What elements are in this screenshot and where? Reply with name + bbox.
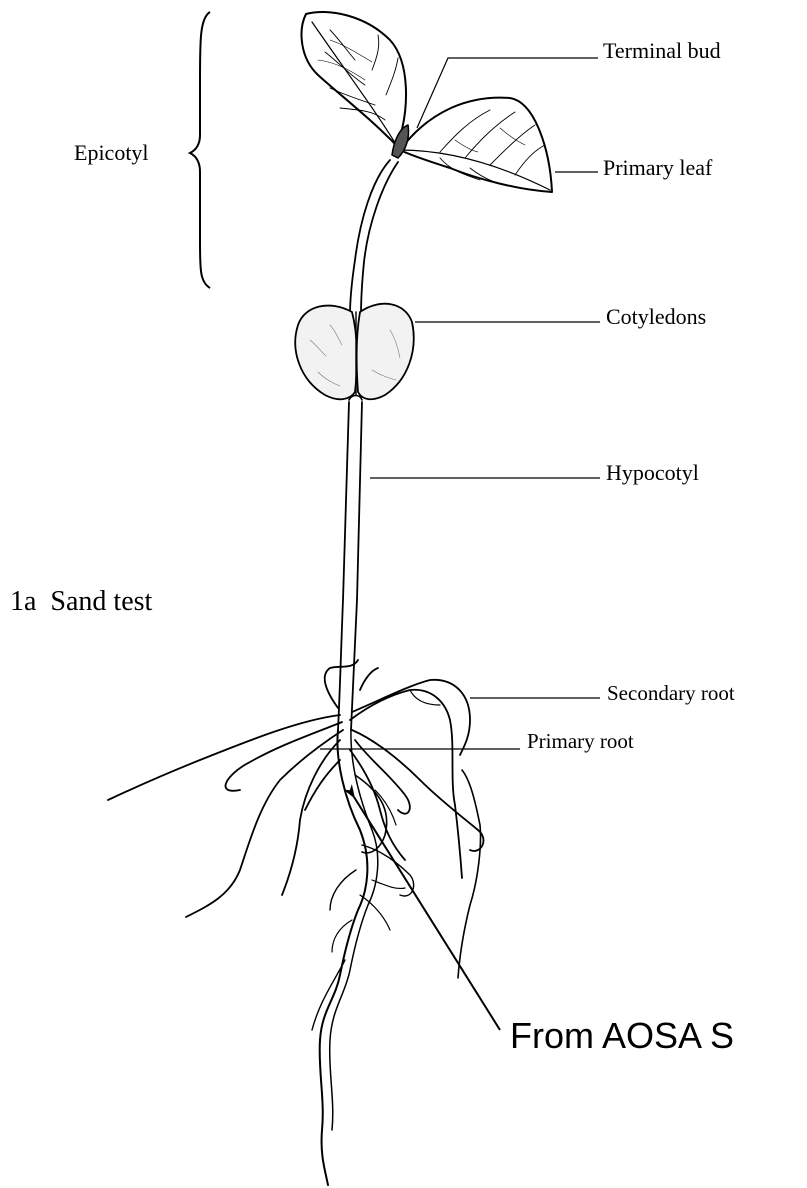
terminal-bud-label: Terminal bud (603, 40, 721, 62)
right-leaf (400, 98, 552, 192)
cotyledons-label: Cotyledons (606, 306, 706, 328)
source-caption: From AOSA S (510, 1018, 734, 1054)
cotyledon-left (295, 306, 357, 400)
hypocotyl (338, 402, 349, 730)
hypocotyl-label: Hypocotyl (606, 462, 699, 484)
primary-leaf-label: Primary leaf (603, 157, 712, 179)
epicotyl-stem (350, 160, 390, 315)
epicotyl-label: Epicotyl (74, 142, 149, 164)
primary-root-label: Primary root (527, 731, 634, 752)
cotyledon-right (357, 304, 414, 400)
epicotyl-bracket (190, 12, 210, 288)
secondary-root-label: Secondary root (607, 683, 735, 704)
seedling-plant (108, 12, 552, 1185)
sand-test-label: 1a Sand test (10, 588, 152, 616)
source-arrow (354, 797, 500, 1030)
secondary-roots (108, 660, 483, 978)
left-leaf (302, 12, 406, 146)
